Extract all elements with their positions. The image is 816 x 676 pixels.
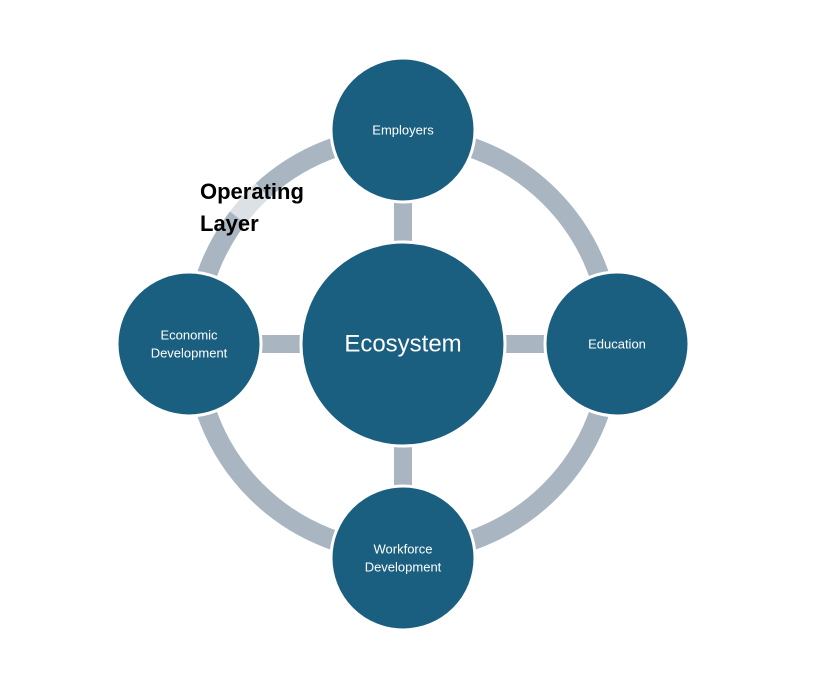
employers-circle	[329, 56, 477, 204]
operating-layer-label-line1: Operating	[200, 179, 304, 204]
center-circle	[299, 240, 507, 448]
education-label: Education	[588, 337, 646, 352]
workforce-development-label-line1: Workforce	[374, 542, 433, 557]
economic-development-circle	[115, 270, 263, 418]
node-workforce-development: Workforce Development	[329, 484, 477, 632]
node-employers: Employers	[329, 56, 477, 204]
node-center: Ecosystem	[299, 240, 507, 448]
node-economic-development: Economic Development	[115, 270, 263, 418]
economic-development-label-line1: Economic	[160, 328, 218, 343]
connector-left	[256, 335, 306, 353]
connector-bottom	[394, 442, 412, 492]
employers-label: Employers	[372, 123, 434, 138]
connector-right	[500, 335, 550, 353]
operating-layer-label-line2: Layer	[200, 211, 259, 236]
workforce-development-circle	[329, 484, 477, 632]
node-education: Education	[543, 270, 691, 418]
workforce-development-label-line2: Development	[365, 560, 442, 575]
economic-development-label-line2: Development	[151, 346, 228, 361]
education-circle	[543, 270, 691, 418]
connector-top	[394, 196, 412, 248]
center-label: Ecosystem	[344, 331, 461, 358]
ring-gap	[226, 180, 271, 226]
